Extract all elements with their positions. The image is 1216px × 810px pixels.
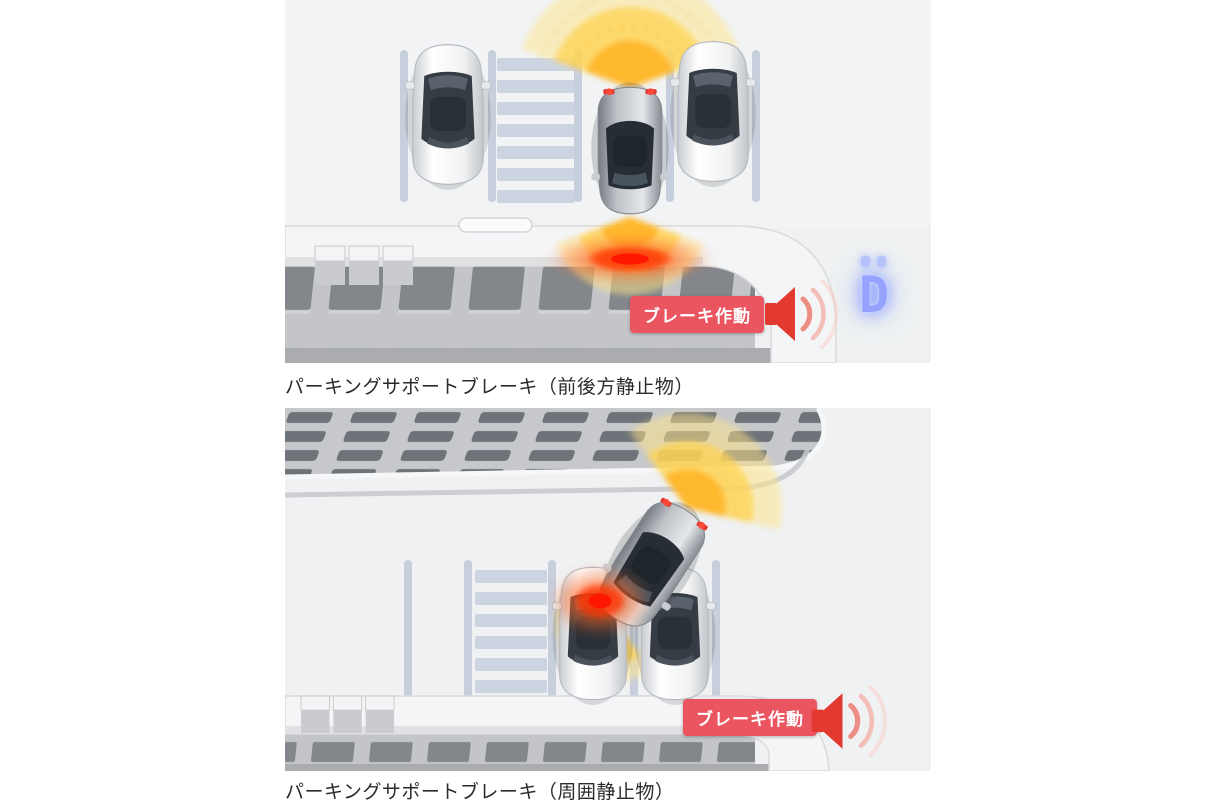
- parked-car-left: [404, 43, 492, 191]
- ego-car: [590, 81, 670, 216]
- parking-space-lines: [400, 50, 760, 202]
- panel-front-rear: ブレーキ作動 D: [285, 0, 931, 363]
- parked-car-right: [669, 40, 757, 188]
- crosswalk-stripes: [475, 570, 547, 693]
- feature-illustrations: ブレーキ作動 D パーキングサポートブレーキ（前後方静止物）: [285, 0, 931, 810]
- brake-activation-badge: ブレーキ作動: [630, 296, 764, 333]
- caption-surround: パーキングサポートブレーキ（周囲静止物）: [285, 782, 675, 803]
- badge-label: ブレーキ作動: [643, 307, 751, 326]
- parking-space-lines: [404, 560, 720, 708]
- brake-activation-badge: ブレーキ作動: [683, 699, 817, 736]
- collision-alert-glow: [559, 573, 642, 628]
- blink-mark-icon: [861, 256, 870, 267]
- alert-speaker-icon: [809, 685, 913, 759]
- shift-d-letter: D: [858, 266, 890, 324]
- shift-position-d-indicator: D: [841, 252, 907, 340]
- steps: [300, 695, 395, 734]
- collision-alert-glow: [562, 239, 699, 280]
- wall-structure: [285, 217, 837, 363]
- badge-label: ブレーキ作動: [696, 710, 804, 729]
- panel-surround: ブレーキ作動: [285, 408, 931, 771]
- caption-front-rear: パーキングサポートブレーキ（前後方静止物）: [285, 377, 694, 398]
- scene-front-rear-illustration: [285, 0, 931, 363]
- blink-mark-icon: [877, 256, 886, 267]
- steps: [314, 245, 414, 285]
- wheel-stopper: [458, 217, 533, 233]
- crosswalk-stripes: [497, 58, 575, 203]
